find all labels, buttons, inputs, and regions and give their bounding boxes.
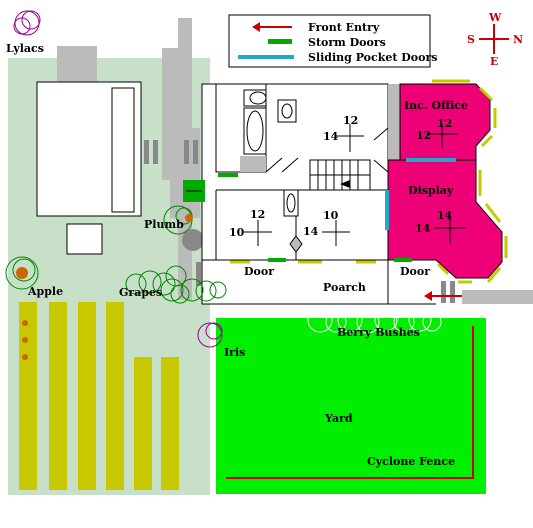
dim-mid-h: 14 <box>303 225 319 238</box>
garden-row-3 <box>78 302 96 490</box>
dimension-arrows <box>244 124 466 246</box>
label-door-left: Door <box>244 265 274 278</box>
dim-office-w: 12 <box>437 117 452 130</box>
pocket-door-vertical <box>385 190 389 230</box>
apple-tree <box>5 256 39 290</box>
bath-gray-block <box>240 156 266 172</box>
post-1 <box>144 140 149 164</box>
shed-roof-top <box>57 46 97 82</box>
door-swing-1 <box>265 157 283 173</box>
post-5 <box>196 262 201 286</box>
dim-display-w: 14 <box>437 209 453 222</box>
pocket-door-horizontal <box>406 158 456 162</box>
compass-rose <box>479 24 509 54</box>
office-display-rooms <box>387 83 503 279</box>
dim-mid-w: 10 <box>323 209 339 222</box>
garden-row-6 <box>161 357 179 490</box>
door-swing-2 <box>281 157 299 173</box>
label-display: Display <box>408 184 454 197</box>
front-entry-arrow-head <box>424 291 432 301</box>
yard-area <box>216 318 486 494</box>
label-plumb: Plumb <box>144 218 184 231</box>
round-stone <box>182 229 204 251</box>
entry-post-1 <box>441 281 446 303</box>
label-apple: Apple <box>27 285 63 298</box>
seed-dot-3 <box>22 354 28 360</box>
label-yard: Yard <box>324 412 353 425</box>
apple-fruit <box>16 267 28 279</box>
legend-pocket-swatch <box>238 55 294 59</box>
label-inc-office: Inc. Office <box>404 99 468 112</box>
garden-row-4 <box>106 302 124 490</box>
berry-bushes-shrubs <box>307 307 442 334</box>
toilet-bowl <box>281 103 293 119</box>
staircase <box>309 159 371 191</box>
garage-door <box>111 87 135 213</box>
garage-box <box>66 223 103 255</box>
tub-inner <box>246 110 264 152</box>
compass-n: N <box>513 33 523 46</box>
heater-vent <box>289 235 303 253</box>
storm-door-porch-right <box>394 258 412 262</box>
iris-shrub <box>197 322 223 348</box>
legend-front-entry-label: Front Entry <box>308 21 380 34</box>
dim-bath-w: 12 <box>343 114 358 127</box>
label-cyclone-fence: Cyclone Fence <box>367 455 455 468</box>
post-3 <box>184 140 189 164</box>
garden-row-1 <box>19 302 37 490</box>
door-swing-3 <box>373 127 389 141</box>
entry-post-2 <box>450 281 455 303</box>
label-berry-bushes: Berry Bushes <box>337 326 420 339</box>
vanity <box>283 189 299 217</box>
garden-row-5 <box>134 357 152 490</box>
seed-dot-1 <box>22 320 28 326</box>
sink-bowl <box>249 91 267 105</box>
garden-row-2 <box>49 302 67 490</box>
dim-bath-h: 14 <box>323 130 339 143</box>
bathtub <box>243 107 267 155</box>
compass-w: W <box>488 11 502 24</box>
dim-display-h: 14 <box>415 222 431 235</box>
post-2 <box>153 140 158 164</box>
label-door-right: Door <box>400 265 430 278</box>
front-walk <box>462 290 533 304</box>
dim-left-w: 12 <box>250 208 265 221</box>
legend-sliding-doors-label: Sliding Pocket Doors <box>308 51 437 64</box>
label-iris: Iris <box>224 346 245 359</box>
plumb-fruit <box>185 214 193 222</box>
label-poarch: Poarch <box>323 281 366 294</box>
chimney <box>388 84 400 160</box>
toilet-tank <box>277 99 297 123</box>
legend-entry-arrow-head <box>252 22 260 32</box>
compass-e: E <box>490 55 498 68</box>
grape-vines <box>125 265 227 304</box>
door-swing-4 <box>373 159 389 173</box>
compass-s: S <box>467 33 475 46</box>
seed-dot-2 <box>22 337 28 343</box>
dim-office-h: 12 <box>416 129 431 142</box>
storm-door-top <box>218 173 238 177</box>
cyclone-fence <box>226 326 474 479</box>
label-grapes: Grapes <box>119 286 162 299</box>
vanity-bowl <box>286 193 296 213</box>
storm-door-porch-left <box>268 258 286 262</box>
post-4 <box>193 140 198 164</box>
lylacs-shrub <box>13 10 41 36</box>
legend-storm-doors-label: Storm Doors <box>308 36 386 49</box>
label-lylacs: Lylacs <box>6 42 44 55</box>
legend-storm-swatch <box>268 39 292 44</box>
stair-arrow <box>340 180 350 188</box>
dim-left-h: 10 <box>229 226 245 239</box>
bay-window-trim <box>230 79 508 284</box>
